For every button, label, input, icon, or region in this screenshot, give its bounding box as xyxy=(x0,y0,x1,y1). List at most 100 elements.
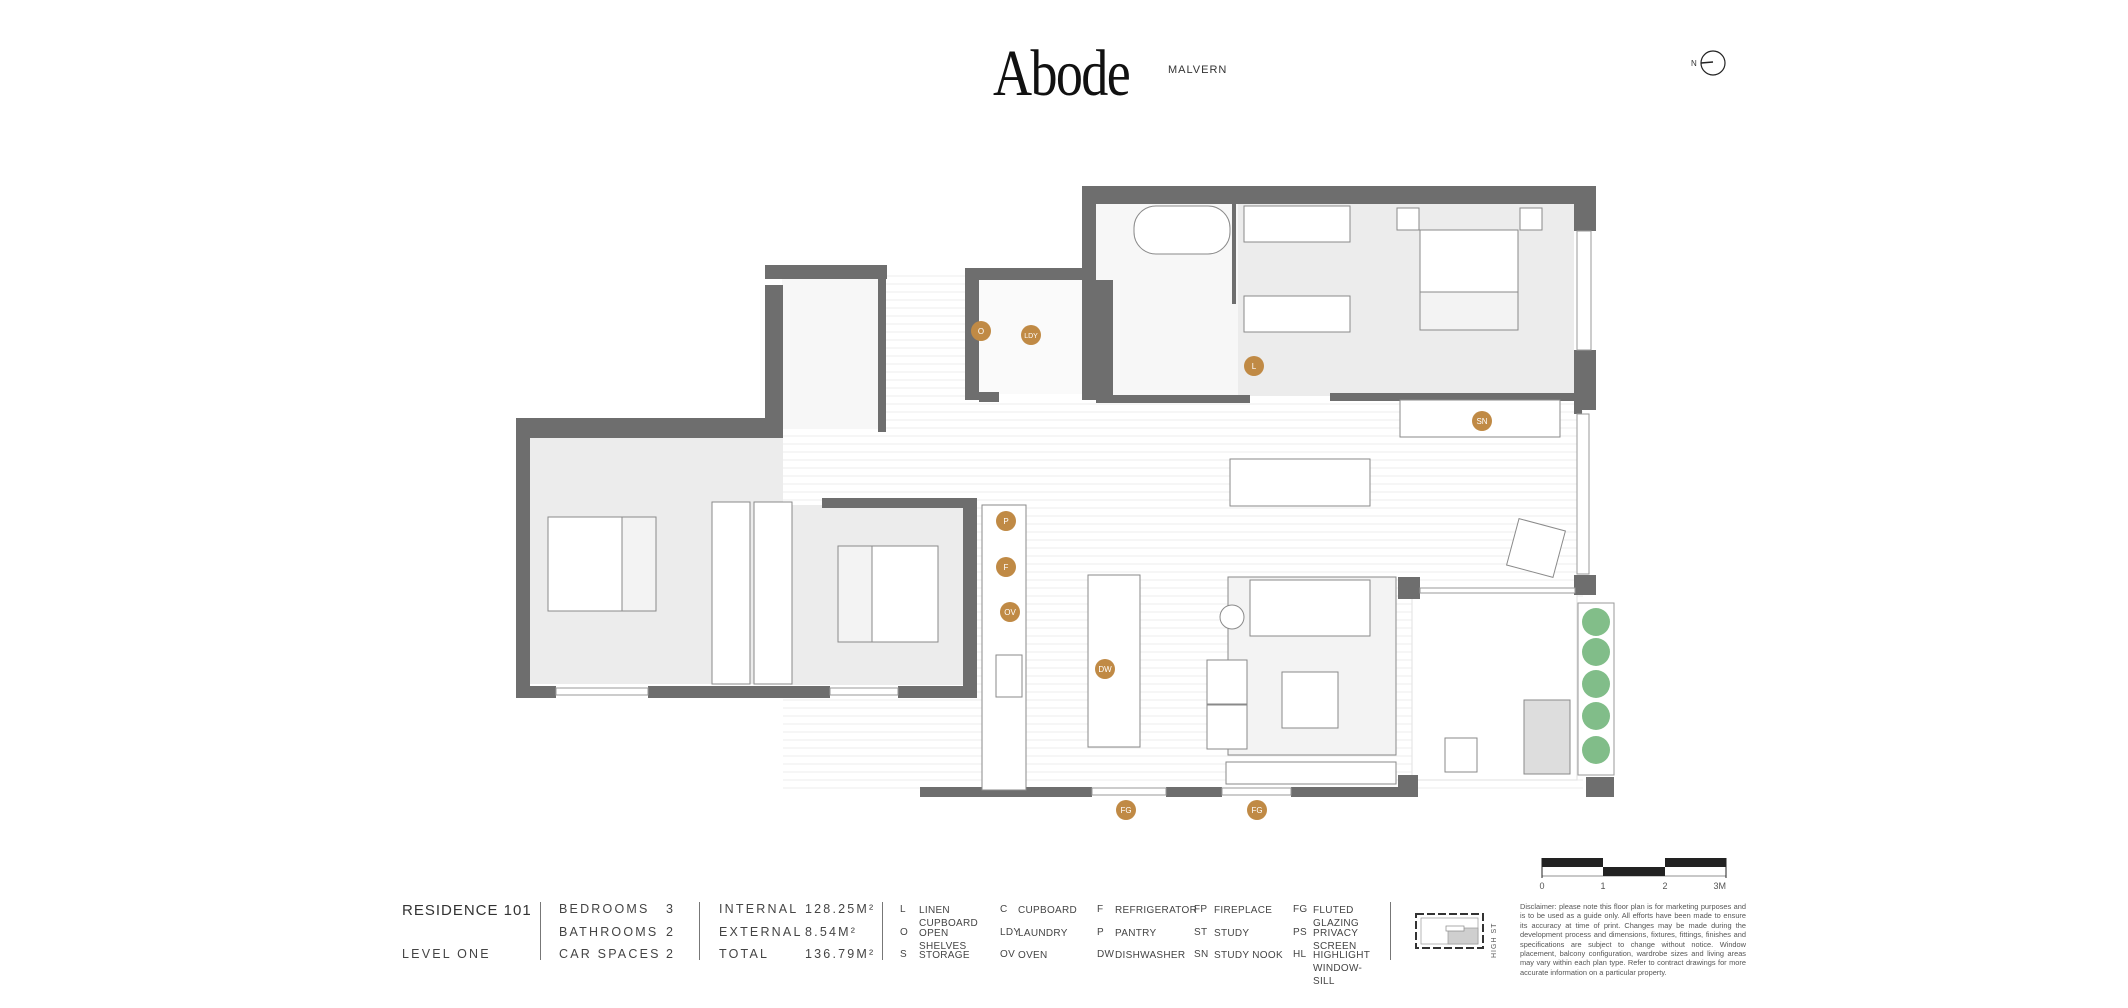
legend-code: ST xyxy=(1194,927,1208,938)
tag-marker xyxy=(996,511,1016,531)
fluted-glazing-window xyxy=(1221,787,1292,796)
tag-marker xyxy=(971,321,991,341)
legend-code: PS xyxy=(1293,927,1307,938)
bed-blanket xyxy=(1419,291,1519,331)
tag-marker xyxy=(1472,411,1492,431)
tag-label: FG xyxy=(1120,806,1131,815)
legend-code: L xyxy=(900,904,906,915)
compass-icon: N xyxy=(1691,50,1726,76)
kitchen-bench xyxy=(981,504,1027,791)
summary-value: 2 xyxy=(666,947,676,961)
tag-label: SN xyxy=(1476,417,1487,426)
legend-code: O xyxy=(900,927,909,938)
legend-label: STORAGE xyxy=(919,950,970,961)
legend-label: PANTRY xyxy=(1115,928,1157,939)
area-label: EXTERNAL xyxy=(719,925,803,939)
bathroom-floor xyxy=(782,279,878,429)
plan-tag-fg: FG xyxy=(1247,800,1267,820)
tag-marker xyxy=(996,557,1016,577)
tag-marker xyxy=(1244,356,1264,376)
wardrobe xyxy=(1243,295,1351,333)
legend-label: PRIVACY SCREEN xyxy=(1313,928,1359,952)
bedside-table xyxy=(1396,207,1420,231)
area-value: 128.25M² xyxy=(805,902,876,916)
legend-label: FIREPLACE xyxy=(1214,905,1273,916)
area-value: 8.54M² xyxy=(805,925,858,939)
plan-tag-l: L xyxy=(1244,356,1264,376)
legend-code: HL xyxy=(1293,949,1307,960)
fluted-glazing-window xyxy=(1091,787,1167,796)
area-value: 136.79M² xyxy=(805,947,876,961)
legend-code: DW xyxy=(1097,949,1115,960)
sofa xyxy=(1249,579,1371,637)
bedside-table xyxy=(1519,207,1543,231)
plan-tag-o: O xyxy=(971,321,991,341)
wardrobe xyxy=(753,501,793,685)
residence-name: RESIDENCE 101 xyxy=(402,902,532,919)
coffee-table xyxy=(1281,671,1339,729)
divider xyxy=(699,902,700,960)
area-label: INTERNAL xyxy=(719,902,799,916)
legend-label: LINEN CUPBOARD xyxy=(919,905,979,929)
tag-marker xyxy=(1000,602,1020,622)
tag-marker xyxy=(1095,659,1115,679)
divider xyxy=(1390,902,1391,960)
legend-code: LDY xyxy=(1000,927,1021,938)
outdoor-table xyxy=(1444,737,1478,773)
wardrobe xyxy=(711,501,751,685)
wardrobe xyxy=(1243,205,1351,243)
lounge-chair xyxy=(1505,517,1567,579)
scale-tick: 2 xyxy=(1662,881,1667,891)
legend-label: HIGHLIGHT WINDOW-SILL xyxy=(1313,950,1370,987)
legend-code: FG xyxy=(1293,904,1308,915)
tag-label: OV xyxy=(1004,608,1016,617)
tag-label: FG xyxy=(1251,806,1262,815)
legend-code: SN xyxy=(1194,949,1209,960)
plan-tag-ldy: LDY xyxy=(1021,325,1041,345)
legend-label: FLUTED GLAZING xyxy=(1313,905,1359,929)
legend-code: C xyxy=(1000,904,1008,915)
cooktop xyxy=(995,654,1023,698)
residence-level: LEVEL ONE xyxy=(402,947,491,961)
tag-marker xyxy=(1021,325,1041,345)
summary-value: 2 xyxy=(666,925,676,939)
fireplace-bench xyxy=(1225,761,1397,785)
plan-tags: O LDY L SN P F OV DW FG FG xyxy=(971,321,1492,820)
tag-label: F xyxy=(1004,563,1009,572)
armchair xyxy=(1206,659,1248,705)
legend-code: OV xyxy=(1000,949,1016,960)
legend-code: P xyxy=(1097,927,1104,938)
walls xyxy=(516,186,1614,797)
compass-north-label: N xyxy=(1691,59,1697,68)
plan-tag-sn: SN xyxy=(1472,411,1492,431)
divider xyxy=(882,902,883,960)
plan-tag-fg: FG xyxy=(1116,800,1136,820)
bathtub xyxy=(1133,205,1231,255)
kitchen-island xyxy=(1087,574,1141,748)
tag-marker xyxy=(1247,800,1267,820)
tag-label: LDY xyxy=(1024,333,1038,340)
dining-table xyxy=(1229,458,1371,507)
area-label: TOTAL xyxy=(719,947,770,961)
plan-tag-p: P xyxy=(996,511,1016,531)
scale-tick: 1 xyxy=(1600,881,1605,891)
scale-tick: 0 xyxy=(1539,881,1544,891)
tag-label: DW xyxy=(1098,665,1112,674)
legend-label: STUDY xyxy=(1214,928,1250,939)
summary-label: CAR SPACES xyxy=(559,947,661,961)
tag-marker xyxy=(1116,800,1136,820)
legend-label: STUDY NOOK xyxy=(1214,950,1283,961)
scale-tick: 3M xyxy=(1713,881,1726,891)
planter xyxy=(1577,602,1615,776)
entry-hall-floor xyxy=(878,272,965,402)
brand-logo: Abode xyxy=(993,37,1131,110)
plan-tag-ov: OV xyxy=(1000,602,1020,622)
legend-label: DISHWASHER xyxy=(1115,950,1186,961)
plan-tag-f: F xyxy=(996,557,1016,577)
disclaimer: Disclaimer: please note this floor plan … xyxy=(1520,902,1746,977)
plan-tag-dw: DW xyxy=(1095,659,1115,679)
furniture xyxy=(547,205,1571,791)
outdoor-chair xyxy=(1523,699,1571,775)
summary-label: BEDROOMS xyxy=(559,902,650,916)
legend-label: CUPBOARD xyxy=(1018,905,1078,916)
